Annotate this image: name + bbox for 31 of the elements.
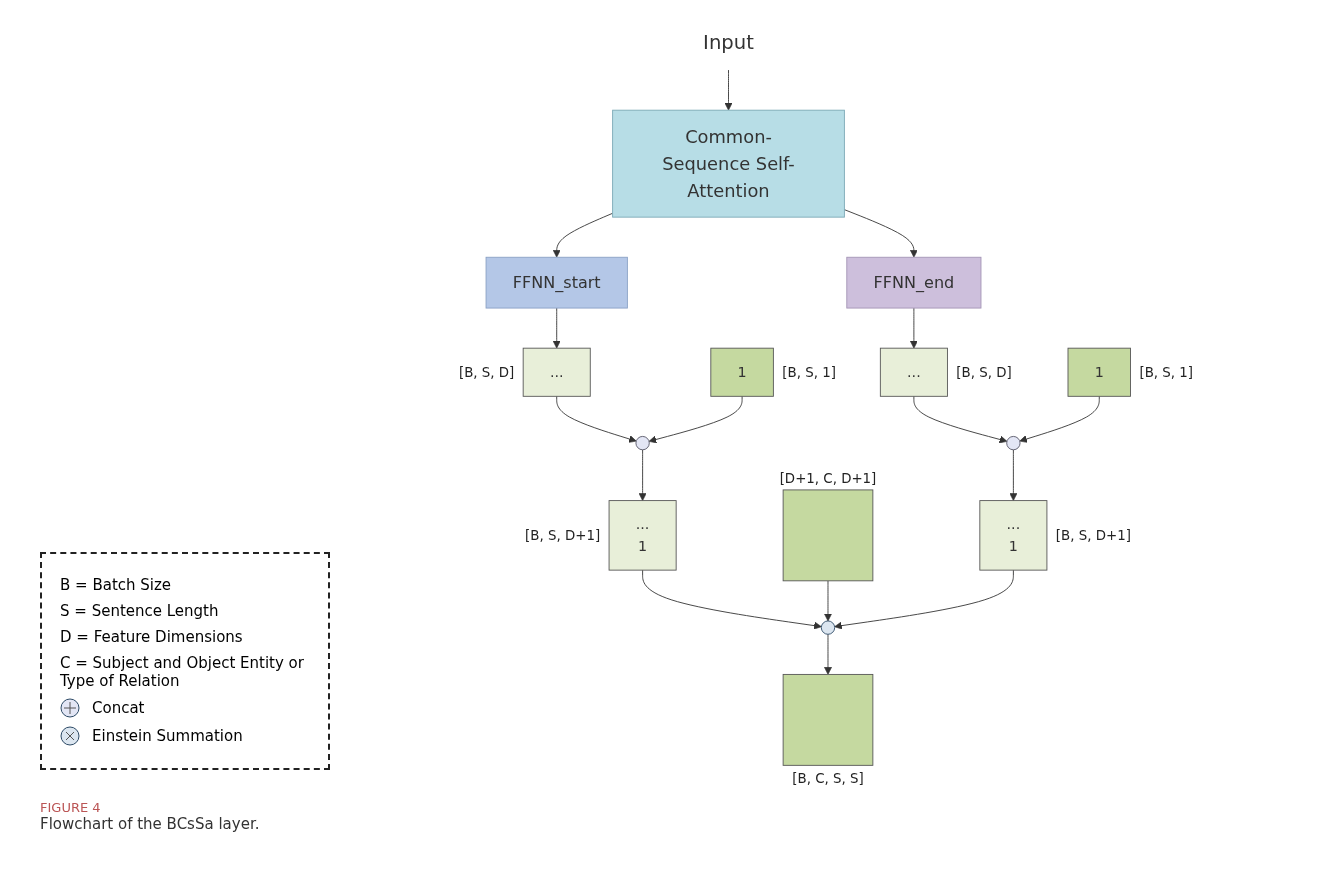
node-circle <box>820 620 835 635</box>
legend-definition: C = Subject and Object Entity or Type of Relation <box>60 654 305 690</box>
tensor-shape-label: [B, S, D+1] <box>1055 527 1131 543</box>
tensor-shape-label: [B, S, D] <box>955 364 1012 380</box>
node-box <box>782 673 873 766</box>
node-box: 1 <box>1067 347 1131 397</box>
tensor-shape-label: [B, S, 1] <box>1139 364 1193 380</box>
node-circle <box>1005 435 1021 451</box>
node-box: ... <box>879 347 948 397</box>
tensor-shape-label: [B, S, D+1] <box>524 527 600 543</box>
tensor-shape-label: [D+1, C, D+1] <box>779 470 876 486</box>
legend-definition: B = Batch Size <box>60 576 173 594</box>
node-text: Input <box>702 30 754 54</box>
legend-text: Concat <box>92 699 145 717</box>
tensor-shape-label: [B, C, S, S] <box>791 771 864 787</box>
figure-number: FIGURE 4 <box>40 800 102 815</box>
node-box: FFNN_start <box>485 256 628 309</box>
legend-text: Einstein Summation <box>92 727 243 745</box>
node-box <box>782 489 873 582</box>
node-box: ... 1 <box>978 500 1047 571</box>
node-box: ... <box>522 347 591 397</box>
node-box: FFNN_end <box>845 256 981 309</box>
node-box: 1 <box>709 347 774 397</box>
caption: Flowchart of the BCsSa layer. <box>40 815 261 833</box>
node-circle <box>635 435 650 451</box>
node-box: Common-Sequence Self-Attention <box>611 109 845 218</box>
node-box: ... 1 <box>608 500 677 571</box>
tensor-shape-label: [B, S, D] <box>458 364 514 380</box>
legend-definition: D = Feature Dimensions <box>60 628 244 646</box>
tensor-shape-label: [B, S, 1] <box>781 364 836 380</box>
legend-definition: S = Sentence Length <box>60 602 220 620</box>
